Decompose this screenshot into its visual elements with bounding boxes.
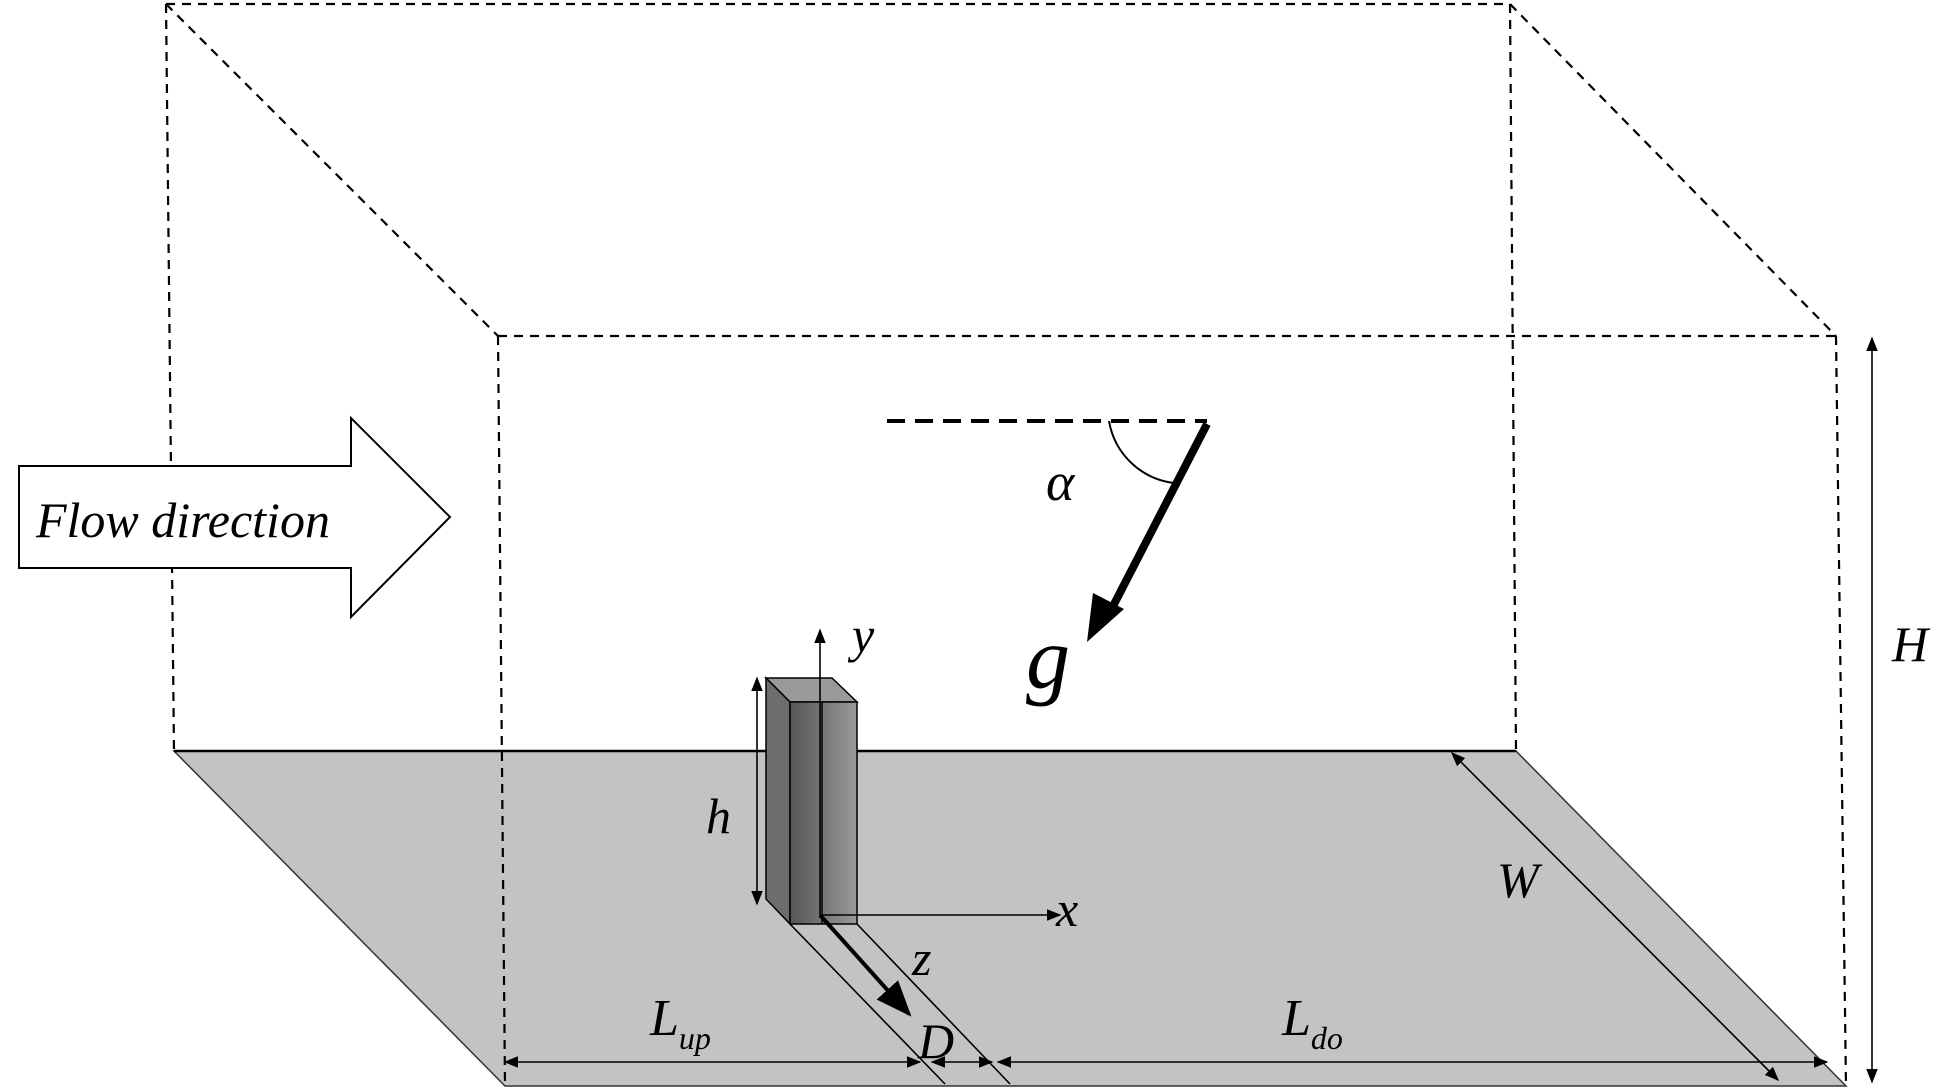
x-axis-label: x [1055,881,1078,937]
flow-direction-arrow: Flow direction [18,415,452,620]
coordinate-axes: y x z [814,607,1078,1017]
obstacle-block [764,676,859,926]
D-label: D [917,1013,954,1069]
L-do-label: Ldo [1281,990,1343,1056]
alpha-label: α [1046,452,1076,512]
h-label: h [706,788,731,844]
z-axis-label: z [911,930,931,986]
spanwise-dimension: W [1450,751,1780,1082]
z-axis [818,913,912,1017]
W-label: W [1497,852,1543,908]
gravity-label: g [1026,611,1070,708]
block-height-dimension: h [706,676,763,906]
domain-box [164,2,1848,1087]
y-axis-label: y [847,607,875,663]
gravity-arrowhead [1087,593,1124,642]
H-label: H [1891,616,1931,672]
floor-plane [172,750,1848,1087]
block-left-face [765,676,791,926]
block-front-face [789,701,858,925]
alpha-angle-arc [1108,420,1175,484]
flow-direction-label: Flow direction [35,492,330,548]
gravity-indicator: α g [887,419,1211,708]
streamwise-dimensions: Lup D Ldo [503,990,1829,1069]
L-up-label: Lup [649,990,711,1056]
domain-height-dimension: H [1866,336,1931,1084]
